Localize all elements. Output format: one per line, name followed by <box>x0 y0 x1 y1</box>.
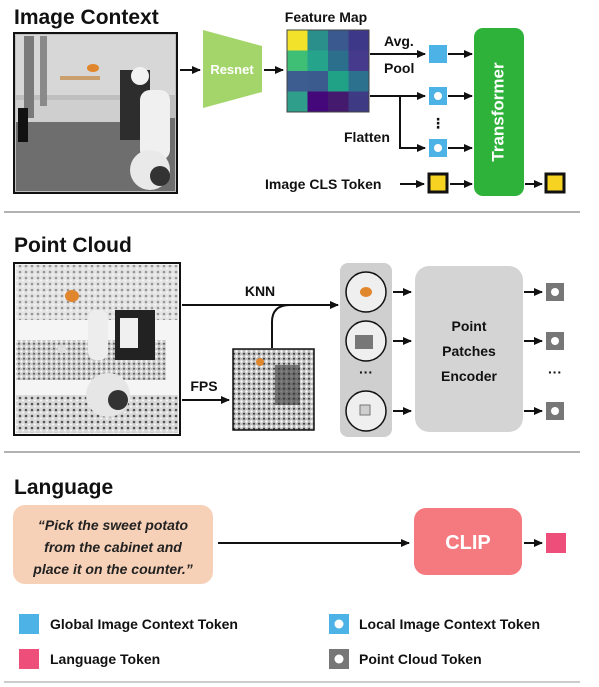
point-cloud-token <box>546 332 564 350</box>
fps-label: FPS <box>190 378 217 394</box>
point-cloud-token <box>546 402 564 420</box>
legend-global-swatch <box>19 614 39 634</box>
cls-token-output <box>544 172 566 194</box>
language-title: Language <box>14 476 113 499</box>
local-image-token <box>429 139 447 157</box>
feature-map-label: Feature Map <box>285 9 367 25</box>
legend: Global Image Context Token Local Image C… <box>19 614 540 669</box>
legend-language-swatch <box>19 649 39 669</box>
heatmap-cell <box>307 30 328 51</box>
resnet-label: Resnet <box>210 62 254 77</box>
language-prompt: “Pick the sweet potato from the cabinet … <box>13 505 213 584</box>
heatmap-border <box>286 29 370 113</box>
local-image-token <box>429 87 447 105</box>
encoder-label-line2: Patches <box>442 343 496 359</box>
heatmap-cell <box>328 71 349 92</box>
heatmap-cell <box>348 71 369 92</box>
transformer-label: Transformer <box>488 62 507 162</box>
resnet-shape <box>203 30 262 108</box>
prompt-line1: “Pick the sweet potato <box>38 517 189 533</box>
heatmap-cell <box>287 30 308 51</box>
local-token-dots: ⋮ <box>431 115 445 131</box>
scene-image <box>13 32 178 194</box>
global-image-token <box>429 45 447 63</box>
avg-label: Avg. <box>384 33 414 49</box>
point-patches-encoder: Point Patches Encoder <box>415 266 523 432</box>
language-token <box>546 533 566 553</box>
heatmap-cell <box>348 50 369 71</box>
encoder-label-line1: Point <box>452 318 487 334</box>
clip-label: CLIP <box>445 532 491 554</box>
feature-map-heatmap <box>286 29 370 113</box>
heatmap-cell <box>307 50 328 71</box>
prompt-line2: from the cabinet and <box>44 539 182 555</box>
image-context-title: Image Context <box>14 6 159 29</box>
heatmap-cell <box>287 71 308 92</box>
heatmap-cell <box>307 91 328 112</box>
legend-point-label: Point Cloud Token <box>359 651 482 667</box>
heatmap-cell <box>307 71 328 92</box>
heatmap-cell <box>328 91 349 112</box>
pool-label: Pool <box>384 60 414 76</box>
point-patches-column: ··· <box>340 263 392 437</box>
point-cloud-title: Point Cloud <box>14 234 132 257</box>
heatmap-cell <box>287 91 308 112</box>
knn-label: KNN <box>245 283 275 299</box>
point-token-dots: ··· <box>548 364 562 380</box>
heatmap-cell <box>348 91 369 112</box>
heatmap-cell <box>328 30 349 51</box>
transformer-block: Transformer <box>474 28 524 196</box>
cls-token-input <box>427 172 449 194</box>
point-cloud-token <box>546 283 564 301</box>
heatmap-cell <box>287 50 308 71</box>
prompt-line3: place it on the counter.” <box>32 561 192 577</box>
patches-dots: ··· <box>359 364 373 380</box>
legend-local-label: Local Image Context Token <box>359 616 540 632</box>
cls-token-label: Image CLS Token <box>265 176 381 192</box>
heatmap-cell <box>328 50 349 71</box>
clip-block: CLIP <box>414 508 522 575</box>
flatten-label: Flatten <box>344 129 390 145</box>
point-cloud-image <box>13 262 181 436</box>
fps-sampled-cloud <box>232 348 315 431</box>
legend-global-label: Global Image Context Token <box>50 616 238 632</box>
encoder-label-line3: Encoder <box>441 368 498 384</box>
legend-language-label: Language Token <box>50 651 160 667</box>
heatmap-cell <box>348 30 369 51</box>
resnet-block: Resnet <box>203 30 262 108</box>
